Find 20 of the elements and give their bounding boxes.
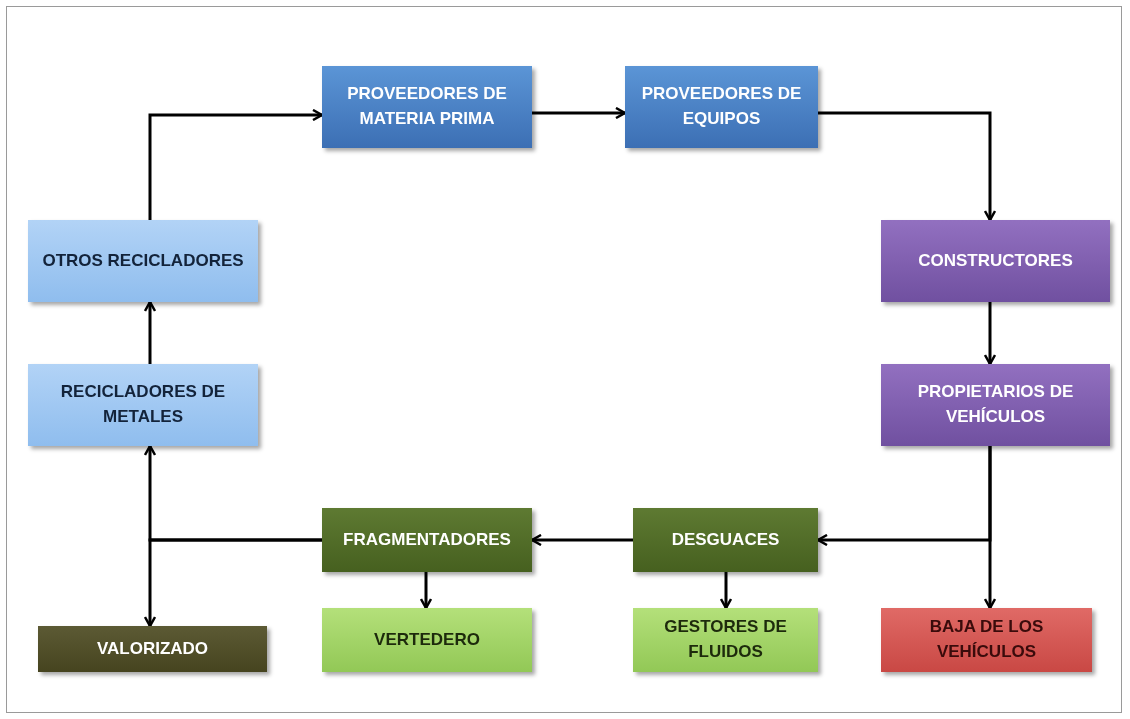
arrow (532, 106, 627, 120)
arrow (143, 538, 322, 628)
process-box: OTROS RECICLADORES (28, 220, 258, 302)
arrow (419, 572, 433, 610)
process-box: PROVEEDORES DE MATERIA PRIMA (322, 66, 532, 148)
process-box: FRAGMENTADORES (322, 508, 532, 572)
process-box: PROVEEDORES DE EQUIPOS (625, 66, 818, 148)
process-box: VALORIZADO (38, 626, 267, 672)
arrow (143, 300, 157, 364)
process-box: DESGUACES (633, 508, 818, 572)
arrow (983, 302, 997, 366)
process-box: CONSTRUCTORES (881, 220, 1110, 302)
process-box: BAJA DE LOS VEHÍCULOS (881, 608, 1092, 672)
arrow (818, 111, 997, 222)
process-box: GESTORES DE FLUIDOS (633, 608, 818, 672)
arrow (719, 572, 733, 610)
arrow (148, 108, 324, 220)
process-box: RECICLADORES DE METALES (28, 364, 258, 446)
process-box: VERTEDERO (322, 608, 532, 672)
process-box: PROPIETARIOS DE VEHÍCULOS (881, 364, 1110, 446)
